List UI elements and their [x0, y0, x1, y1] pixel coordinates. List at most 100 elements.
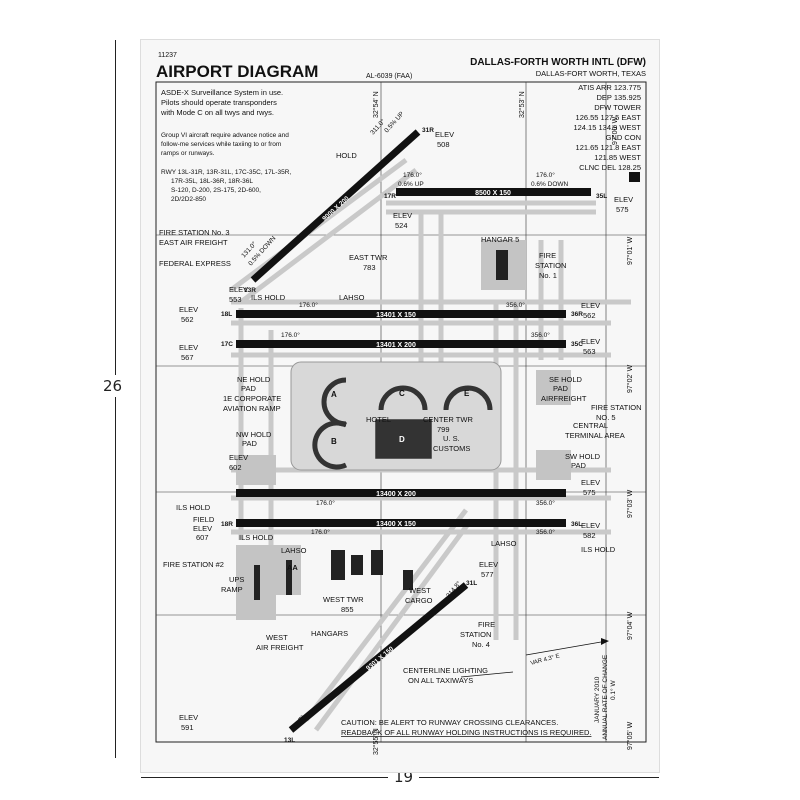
elev-553-a: ELEV	[229, 285, 248, 294]
nw-hold-a: NW HOLD	[236, 430, 272, 439]
west-freight-a: WEST	[266, 633, 288, 642]
fire-5-a: FIRE STATION	[591, 403, 642, 412]
elev-575b-b: 575	[583, 488, 596, 497]
east-twr-b: 783	[363, 263, 376, 272]
west-freight-b: AIR FREIGHT	[256, 643, 304, 652]
ils-hold-left-label: ILS HOLD	[176, 503, 211, 512]
corp-ramp-a: 1E CORPORATE	[223, 394, 281, 403]
lon-label-4: 97°04' W	[626, 611, 634, 640]
field-elev-b: ELEV	[193, 524, 212, 533]
terminal-e: E	[464, 389, 470, 398]
central-terminal-b: TERMINAL AREA	[565, 431, 625, 440]
elev-524-b: 524	[395, 221, 408, 230]
elev-582-a: ELEV	[581, 521, 600, 530]
elev-575a-b: 575	[616, 205, 629, 214]
ils-hold-top-label: ILS HOLD	[251, 293, 286, 302]
annual-change-2: ANNUAL RATE OF CHANGE	[602, 654, 609, 740]
centerline-leader	[460, 671, 514, 678]
elev-508-a: ELEV	[435, 130, 454, 139]
lat-label-top-right: 32°53' N	[518, 91, 526, 118]
rwy-end-17c: 17C	[221, 341, 233, 348]
center-twr-a: CENTER TWR	[423, 415, 473, 424]
rwy-end-31l: 31L	[466, 580, 477, 587]
elev-553-b: 553	[229, 295, 242, 304]
airport-location: DALLAS-FORT WORTH, TEXAS	[536, 69, 646, 78]
note-asde-1: ASDE-X Surveillance System in use.	[161, 88, 283, 97]
runway-13400-150-label: 13400 X 150	[376, 521, 416, 528]
freq-8: 121.85 WEST	[594, 153, 641, 162]
sw-hold-b: PAD	[571, 461, 586, 470]
note-group6-3: ramps or runways.	[161, 150, 215, 157]
terminal-b: B	[331, 437, 337, 446]
freq-6: GND CON	[606, 133, 641, 142]
freq-7: 121.65 121.8 EAST	[576, 143, 642, 152]
centerline-a: CENTERLINE LIGHTING	[403, 666, 488, 675]
aa-ramp-label: AA	[287, 563, 298, 572]
elev-562-right-a: ELEV	[581, 301, 600, 310]
rwy-end-36l: 36L	[571, 521, 582, 528]
note-rwy-2: 17R-35L, 18L-36R, 18R-36L	[171, 178, 253, 185]
rwy-13400a-heading-left: 176.0°	[316, 499, 335, 507]
ne-hold-a: NE HOLD	[237, 375, 271, 384]
fire-1-b: STATION	[535, 261, 566, 270]
rwy-end-18l: 18L	[221, 311, 232, 318]
customs-b: CUSTOMS	[433, 444, 470, 453]
rwy-13400b-heading-right: 356.0°	[536, 528, 555, 536]
elev-575b-a: ELEV	[581, 478, 600, 487]
caution-line-1: CAUTION: BE ALERT TO RUNWAY CROSSING CLE…	[341, 718, 558, 727]
elev-591-b: 591	[181, 723, 194, 732]
airport-name: DALLAS-FORTH WORTH INTL (DFW)	[470, 57, 646, 68]
fire-1-c: No. 1	[539, 271, 557, 280]
terminal-buildings	[312, 377, 493, 470]
annual-change-3: 0.1° W	[609, 680, 617, 700]
chart-title: AIRPORT DIAGRAM	[156, 62, 318, 81]
fire-4-c: No. 4	[472, 640, 490, 649]
fire-4-a: FIRE	[478, 620, 495, 629]
height-dimension-line	[115, 40, 116, 758]
rwy-13401a-heading-left: 176.0°	[299, 301, 318, 309]
central-terminal-area	[290, 361, 502, 471]
nw-hold-b: PAD	[242, 439, 257, 448]
lat-label-bottom-left: 32°55' N	[372, 728, 380, 755]
runway-13400-200-label: 13400 X 200	[376, 491, 416, 498]
rwy-13400a-heading-right: 356.0°	[536, 499, 555, 507]
lon-label-1: 97°01' W	[626, 236, 634, 265]
elev-563-a: ELEV	[581, 337, 600, 346]
ups-ramp-b: RAMP	[221, 585, 243, 594]
elev-562-right-b: 562	[583, 311, 596, 320]
rwy-13400b-heading-left: 176.0°	[311, 528, 330, 536]
fire-1-a: FIRE	[539, 251, 556, 260]
west-cargo-a: WEST	[409, 586, 431, 595]
fire-5-b: NO. 5	[596, 413, 616, 422]
rwy-end-35c: 35C	[571, 341, 583, 348]
note-asde-2: Pilots should operate transponders	[161, 98, 277, 107]
east-twr-a: EAST TWR	[349, 253, 388, 262]
west-twr-a: WEST TWR	[323, 595, 364, 604]
field-elev-c: 607	[196, 533, 209, 542]
runway-8500-label: 8500 X 150	[475, 190, 511, 197]
airport-diagram-poster: 11237 AIRPORT DIAGRAM DALLAS-FORTH WORTH…	[141, 40, 659, 772]
chart-d-box	[629, 172, 640, 182]
hangar-5-label: HANGAR 5	[481, 235, 519, 244]
elev-567-a: ELEV	[179, 343, 198, 352]
ils-hold-bottom-label: ILS HOLD	[239, 533, 274, 542]
elev-577-b: 577	[481, 570, 494, 579]
centerline-b: ON ALL TAXIWAYS	[408, 676, 473, 685]
rwy-8500-heading-left: 176.0°	[403, 171, 422, 179]
ramp-areas	[236, 240, 571, 620]
east-air-freight-label: EAST AIR FREIGHT	[159, 238, 228, 247]
frequency-block: ATIS ARR 123.775 DEP 135.925 DFW TOWER 1…	[573, 83, 641, 172]
rwy-end-13r: 13R	[244, 287, 256, 294]
rwy-8500-heading-right: 176.0°	[536, 171, 555, 179]
note-group6-1: Group VI aircraft require advance notice…	[161, 132, 289, 139]
freq-1: ATIS ARR 123.775	[578, 83, 641, 92]
elev-562-left-a: ELEV	[179, 305, 198, 314]
lon-label-3: 97°03' W	[626, 489, 634, 518]
height-dimension-label: 26	[103, 375, 123, 397]
freq-9: CLNC DEL 128.25	[579, 163, 641, 172]
elev-591-a: ELEV	[179, 713, 198, 722]
ups-ramp-a: UPS	[229, 575, 244, 584]
hold-label: HOLD	[336, 151, 357, 160]
rwy-end-36r: 36R	[571, 311, 583, 318]
freq-5: 124.15 134.9 WEST	[573, 123, 641, 132]
